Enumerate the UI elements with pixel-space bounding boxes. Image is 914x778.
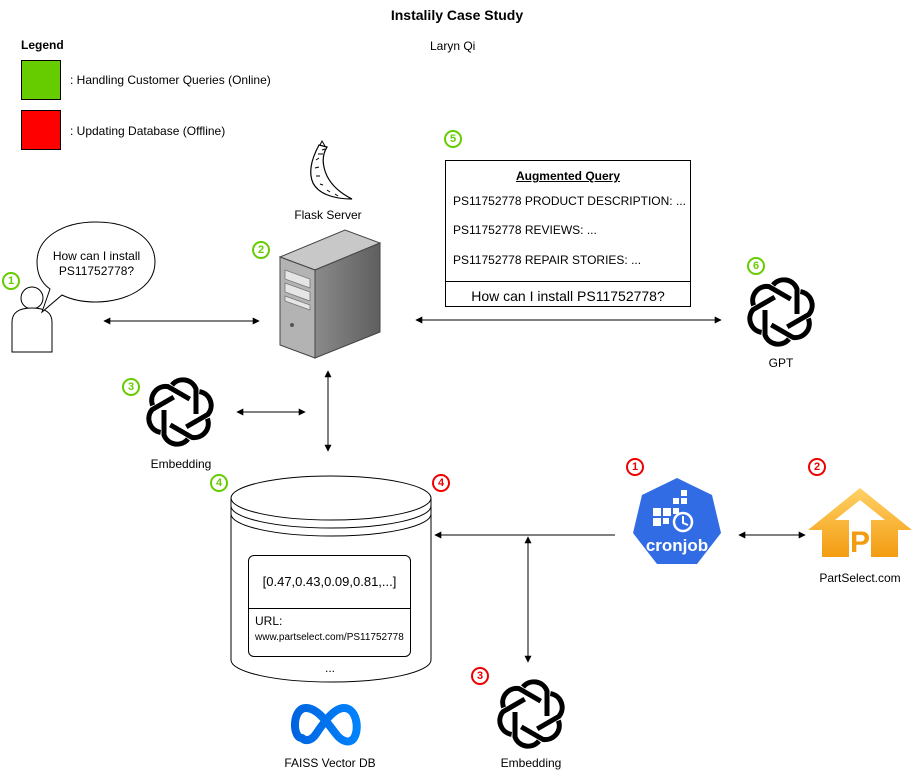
step-badge-offline-4: 4 — [432, 474, 450, 492]
cronjob-logo-text: cronjob — [645, 536, 709, 555]
openai-embedding-offline-icon — [497, 679, 565, 749]
augmented-query-title: Augmented Query — [515, 169, 620, 183]
openai-embedding-icon — [146, 377, 214, 447]
openai-gpt-icon — [747, 277, 815, 347]
meta-logo-icon — [291, 704, 361, 746]
augmented-query-line: PS11752778 PRODUCT DESCRIPTION: ... — [453, 194, 686, 208]
flask-logo-icon — [310, 139, 353, 200]
author-name: Laryn Qi — [430, 39, 476, 53]
step-badge-online-6: 6 — [747, 257, 765, 275]
gpt-label: GPT — [768, 356, 794, 370]
vector-record-card: [0.47,0.43,0.09,0.81,...] URL: www.parts… — [248, 555, 411, 657]
cronjob-logo-icon — [633, 478, 721, 564]
embedding-offline-label: Embedding — [500, 756, 562, 770]
vector-values: [0.47,0.43,0.09,0.81,...] — [249, 556, 410, 609]
embedding-online-label: Embedding — [150, 457, 212, 471]
step-badge-offline-1: 1 — [626, 458, 644, 476]
faiss-vector-db-label: FAISS Vector DB — [284, 756, 376, 770]
legend-label-offline: : Updating Database (Offline) — [70, 124, 226, 138]
vector-url: www.partselect.com/PS11752778 — [255, 632, 404, 643]
database-ellipsis: ... — [324, 661, 335, 675]
step-badge-online-1: 1 — [2, 272, 20, 290]
legend-swatch-online — [21, 60, 61, 100]
diagram-title: Instalily Case Study — [390, 7, 524, 23]
step-badge-online-4: 4 — [210, 474, 228, 492]
legend-swatch-offline — [21, 110, 61, 150]
step-badge-offline-3: 3 — [471, 667, 489, 685]
user-speech-text: How can I install PS11752778? — [52, 249, 141, 278]
vector-url-label: URL: — [255, 614, 283, 628]
augmented-query-box: Augmented Query PS11752778 PRODUCT DESCR… — [445, 160, 691, 307]
legend-label-online: : Handling Customer Queries (Online) — [70, 73, 271, 87]
user-icon — [11, 286, 53, 353]
step-badge-offline-2: 2 — [808, 458, 826, 476]
step-badge-online-3: 3 — [122, 378, 140, 396]
speech-bubble-icon — [36, 221, 156, 314]
step-badge-online-2: 2 — [252, 241, 270, 259]
flask-server-label: Flask Server — [294, 208, 362, 222]
partselect-logo-icon: P — [808, 488, 912, 559]
augmented-query-line: PS11752778 REPAIR STORIES: ... — [453, 253, 642, 267]
legend-title: Legend — [21, 38, 64, 52]
augmented-query-question: How can I install PS11752778? — [446, 281, 690, 308]
partselect-label: PartSelect.com — [819, 571, 901, 585]
step-badge-online-5: 5 — [444, 130, 462, 148]
server-icon — [278, 229, 382, 359]
svg-text:P: P — [850, 526, 870, 559]
augmented-query-line: PS11752778 REVIEWS: ... — [453, 223, 597, 237]
